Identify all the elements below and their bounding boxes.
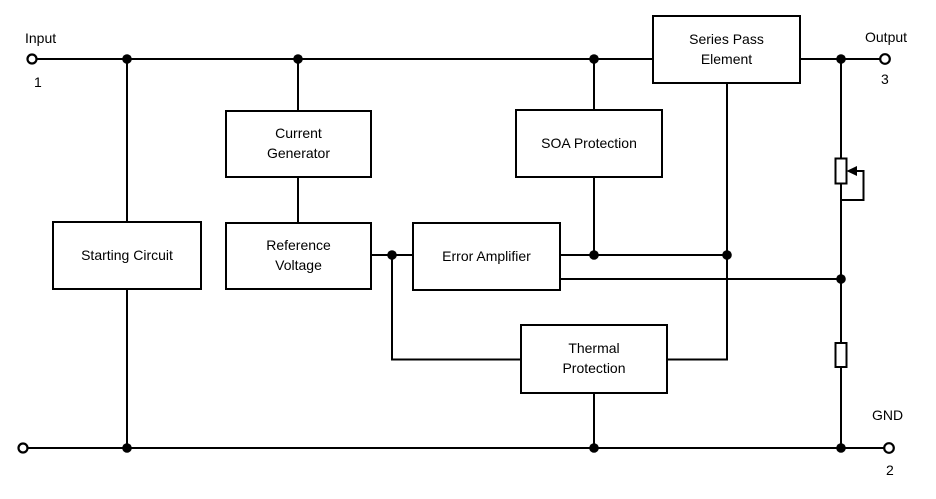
ground-left-terminal-icon <box>17 442 29 454</box>
block-label: Thermal Protection <box>562 340 626 376</box>
block-series-pass-element: Series Pass Element <box>652 15 801 84</box>
adjustable-resistor-icon <box>834 157 848 185</box>
wire-refvolt-to-thermal <box>391 255 520 361</box>
block-label: SOA Protection <box>541 134 637 151</box>
output-pin-number: 3 <box>881 71 889 87</box>
junction-dot <box>122 443 132 453</box>
junction-dot <box>293 54 303 64</box>
junction-dot <box>589 250 599 260</box>
junction-dot <box>589 54 599 64</box>
fixed-resistor-icon <box>834 342 848 368</box>
input-terminal-label: Input <box>25 30 57 46</box>
junction-dot <box>589 443 599 453</box>
ground-terminal-label: GND <box>872 407 904 423</box>
block-soa-protection: SOA Protection <box>515 109 663 178</box>
block-error-amplifier: Error Amplifier <box>412 222 561 291</box>
wire-seriespass-to-thermal <box>668 84 728 361</box>
junction-dots <box>122 54 846 453</box>
junction-dot <box>387 250 397 260</box>
output-terminal-label: Output <box>865 29 908 45</box>
input-terminal-icon <box>26 53 38 65</box>
block-starting-circuit: Starting Circuit <box>52 221 202 290</box>
block-label: Starting Circuit <box>81 246 173 263</box>
wires <box>28 58 884 449</box>
junction-dot <box>722 250 732 260</box>
ground-pin-number: 2 <box>886 462 894 478</box>
block-thermal-protection: Thermal Protection <box>520 324 668 394</box>
junction-dot <box>836 274 846 284</box>
output-terminal-icon <box>879 53 891 65</box>
junction-dot <box>836 443 846 453</box>
terminal-circles <box>17 53 895 454</box>
wire-wiper-loop <box>841 170 865 201</box>
junction-dot <box>836 54 846 64</box>
block-reference-voltage: Reference Voltage <box>225 222 372 290</box>
block-label: Reference Voltage <box>266 237 331 273</box>
junction-dot <box>122 54 132 64</box>
block-label: Error Amplifier <box>442 247 531 264</box>
input-pin-number: 1 <box>34 74 42 90</box>
block-label: Current Generator <box>266 125 331 161</box>
block-label: Series Pass Element <box>689 30 764 67</box>
ground-terminal-icon <box>883 442 895 454</box>
block-current-generator: Current Generator <box>225 110 372 178</box>
wiper-arrow-icon <box>846 166 857 176</box>
